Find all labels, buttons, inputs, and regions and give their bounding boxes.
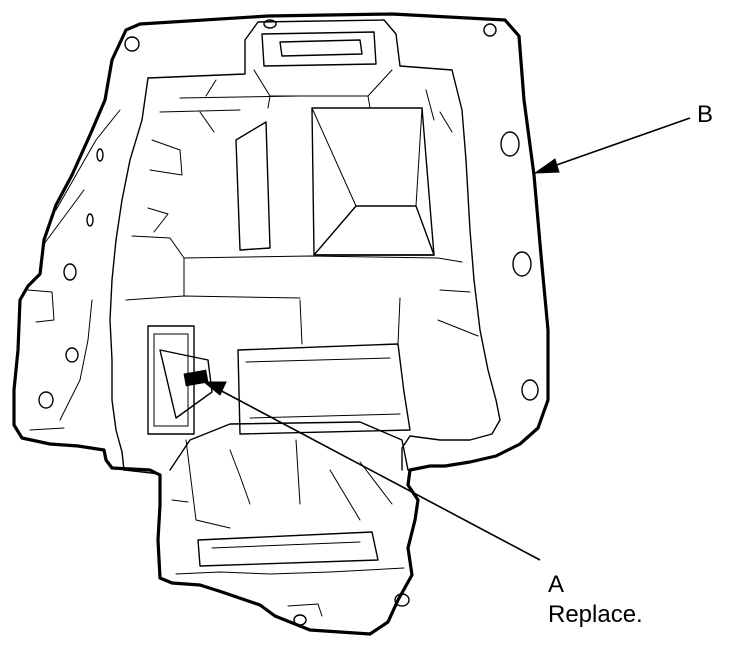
leader-line-a bbox=[202, 381, 541, 561]
pan-flange-outline bbox=[12, 12, 550, 636]
magnet-part-a bbox=[183, 369, 209, 387]
left-wall bbox=[27, 109, 121, 431]
flange-bolt-holes bbox=[38, 19, 539, 626]
middle-channel bbox=[237, 297, 411, 435]
callout-b-label: B bbox=[697, 101, 713, 128]
callout-a-label: A bbox=[548, 571, 564, 598]
center-pocket bbox=[311, 107, 435, 256]
leader-line-b bbox=[533, 117, 691, 174]
top-boss bbox=[253, 31, 393, 109]
left-ribs bbox=[125, 79, 479, 337]
lower-sump bbox=[169, 421, 409, 617]
callout-a-note: Replace. bbox=[548, 601, 643, 628]
pan-body-outline bbox=[109, 19, 501, 475]
